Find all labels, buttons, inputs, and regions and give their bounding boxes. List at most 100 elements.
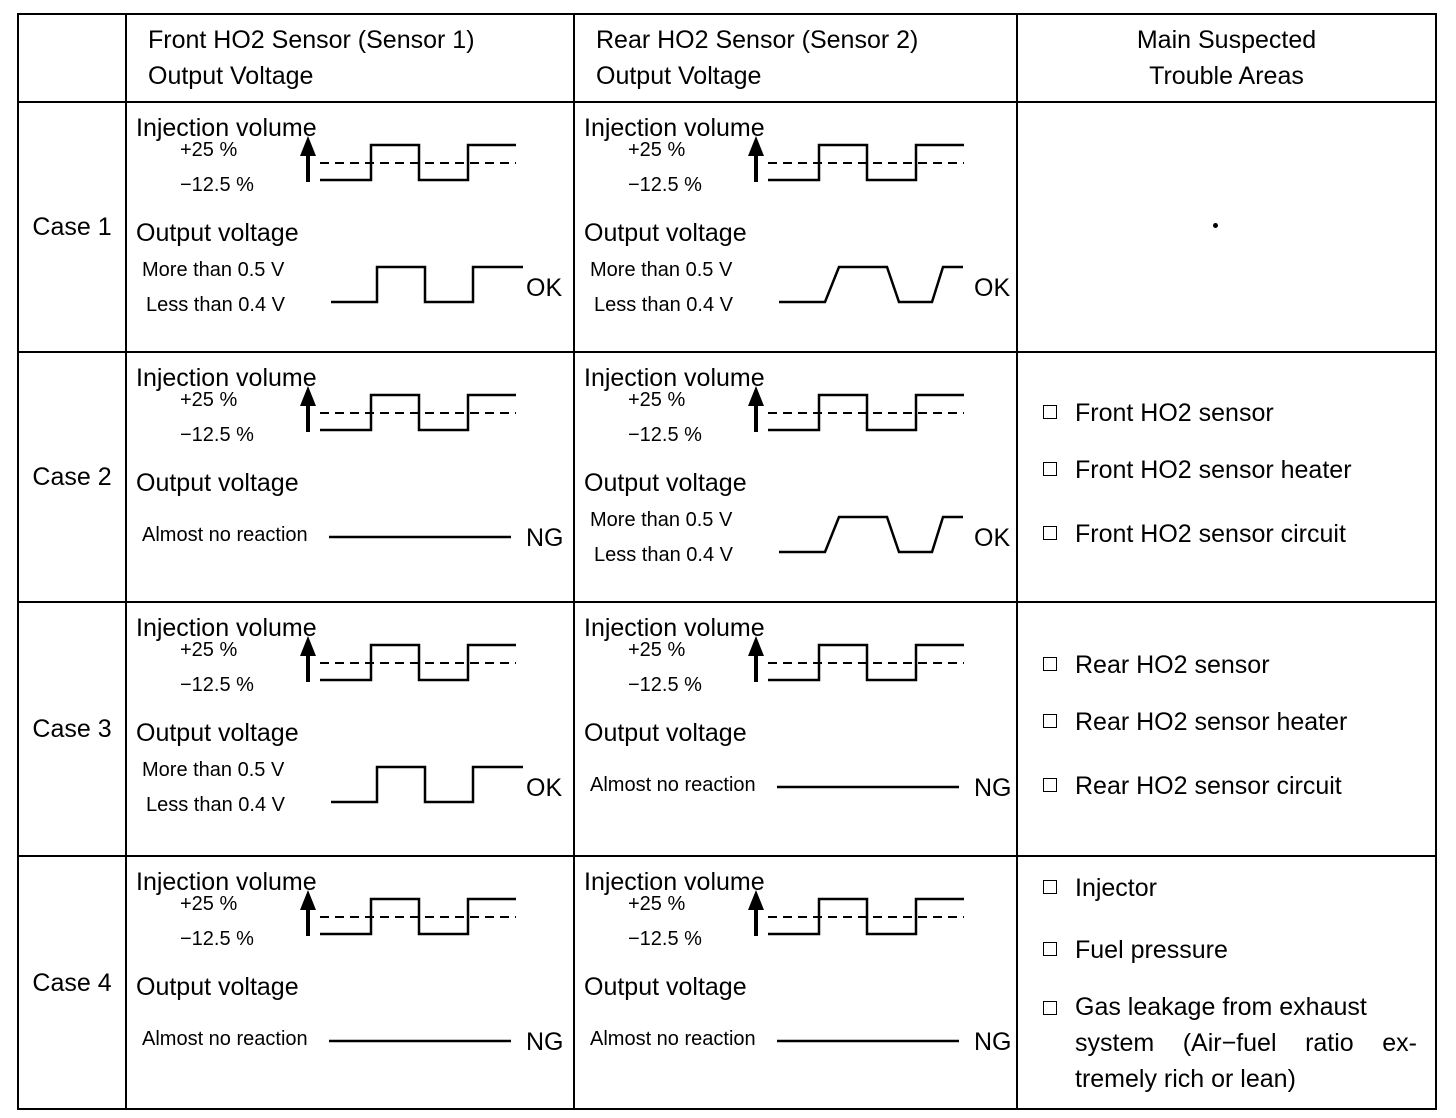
case-1-dot-mark <box>1213 223 1218 228</box>
case-3-rear-up-arrow-head <box>748 636 764 656</box>
case-2-front-ng-result: NG <box>526 524 564 552</box>
case-2-rear-output-waveform <box>779 515 963 554</box>
case-3-rear-injection-waveform <box>748 636 964 682</box>
case-4-front-up-arrow-head <box>300 890 316 910</box>
case-1-front-less-than-label: Less than 0.4 V <box>146 294 285 316</box>
header-trouble-line2: Trouble Areas <box>1149 62 1304 90</box>
case-1-front-output-waveform <box>331 265 523 304</box>
case-4-rear-plus-25-label: +25 % <box>628 893 686 915</box>
case-3-front-up-arrow-head <box>300 636 316 656</box>
case-3-rear-no-reaction-label: Almost no reaction <box>590 774 756 796</box>
header-trouble-line1: Main Suspected <box>1136 26 1317 54</box>
case-4-rear-ng-result: NG <box>974 1028 1012 1056</box>
header-rear-line2: Output Voltage <box>596 62 762 90</box>
case-3-front-injection-volume-label: Injection volume <box>136 614 317 642</box>
checkbox-icon <box>1043 714 1057 728</box>
case-4-front-minus-12-5-label: −12.5 % <box>180 928 254 950</box>
case-4-trouble-area-item: Injector <box>1043 870 1157 906</box>
checkbox-icon <box>1043 1001 1057 1015</box>
checkbox-icon <box>1043 880 1057 894</box>
case-1-front-ok-result: OK <box>526 274 563 302</box>
case-2-trouble-area-item: Front HO2 sensor heater <box>1043 452 1352 488</box>
case-1-front-up-arrow-head <box>300 136 316 156</box>
case-4-rear-output-voltage-label: Output voltage <box>584 973 747 1001</box>
case-1-rear-output-waveform <box>779 265 963 304</box>
case-3-rear-injection-volume-label: Injection volume <box>584 614 765 642</box>
case-3-front-less-than-label: Less than 0.4 V <box>146 794 285 816</box>
case-2-trouble-area-label: Front HO2 sensor <box>1075 399 1274 427</box>
case-1-front-square-wave <box>320 143 516 182</box>
case-3-rear-square-wave <box>768 643 964 682</box>
header-rear-sensor: Rear HO2 Sensor (Sensor 2) Output Voltag… <box>596 22 918 94</box>
case-4-front-flat-line <box>329 1039 511 1043</box>
case-2-front-output-voltage-label: Output voltage <box>136 469 299 497</box>
case-3-front-output-waveform <box>331 765 523 804</box>
case-2-rear-injection-waveform <box>748 386 964 432</box>
case-3-trouble-area-item: Rear HO2 sensor <box>1043 647 1270 683</box>
case-4-rear-flat-line <box>777 1039 959 1043</box>
checkbox-icon <box>1043 526 1057 540</box>
case-2-rear-minus-12-5-label: −12.5 % <box>628 424 702 446</box>
case-1-front-injection-volume-label: Injection volume <box>136 114 317 142</box>
case-3-rear-output-voltage-label: Output voltage <box>584 719 747 747</box>
case-4-rear-up-arrow-head <box>748 890 764 910</box>
header-front-line2: Output Voltage <box>148 62 314 90</box>
case-2-front-no-reaction-label: Almost no reaction <box>142 524 308 546</box>
case-3-front-output-voltage-label: Output voltage <box>136 719 299 747</box>
case-1-front-more-than-label: More than 0.5 V <box>142 259 285 281</box>
case-3-front-plus-25-label: +25 % <box>180 639 238 661</box>
checkbox-icon <box>1043 657 1057 671</box>
case-2-rear-injection-volume-label: Injection volume <box>584 364 765 392</box>
case-2-front-flat-line <box>329 535 511 539</box>
case-2-label: Case 2 <box>32 463 112 491</box>
header-front-line1: Front HO2 Sensor (Sensor 1) <box>148 26 475 54</box>
case-4-rear-injection-waveform <box>748 890 964 936</box>
case-2-front-minus-12-5-label: −12.5 % <box>180 424 254 446</box>
case-2-front-square-wave <box>320 393 516 432</box>
case-4-front-ng-result: NG <box>526 1028 564 1056</box>
case-1-rear-up-arrow-head <box>748 136 764 156</box>
case-4-trouble-area-label: Injector <box>1075 874 1157 902</box>
case-4-trouble-area-line: tremely rich or lean) <box>1075 1065 1296 1093</box>
case-4-front-plus-25-label: +25 % <box>180 893 238 915</box>
checkbox-icon <box>1043 405 1057 419</box>
case-1-rear-output-wave-line <box>779 265 963 304</box>
case-3-front-ok-result: OK <box>526 774 563 802</box>
case-3-label: Case 3 <box>32 715 112 743</box>
case-1-rear-minus-12-5-label: −12.5 % <box>628 174 702 196</box>
case-2-rear-more-than-label: More than 0.5 V <box>590 509 733 531</box>
case-2-rear-ok-result: OK <box>974 524 1011 552</box>
case-4-front-injection-waveform <box>300 890 516 936</box>
case-4-trouble-area-item: Fuel pressure <box>1043 932 1228 968</box>
case-4-front-no-reaction-label: Almost no reaction <box>142 1028 308 1050</box>
case-3-front-square-wave <box>320 643 516 682</box>
case-1-front-output-wave-line <box>331 265 523 304</box>
case-1-front-injection-waveform <box>300 136 516 182</box>
case-1-rear-plus-25-label: +25 % <box>628 139 686 161</box>
case-4-front-injection-volume-label: Injection volume <box>136 868 317 896</box>
case-4-rear-no-reaction-label: Almost no reaction <box>590 1028 756 1050</box>
case-3-trouble-area-label: Rear HO2 sensor heater <box>1075 708 1348 736</box>
checkbox-icon <box>1043 942 1057 956</box>
case-2-front-injection-volume-label: Injection volume <box>136 364 317 392</box>
case-2-rear-less-than-label: Less than 0.4 V <box>594 544 733 566</box>
case-2-front-injection-waveform <box>300 386 516 432</box>
case-3-trouble-area-item: Rear HO2 sensor circuit <box>1043 768 1342 804</box>
case-4-trouble-area-label: Fuel pressure <box>1075 936 1228 964</box>
case-1-rear-square-wave <box>768 143 964 182</box>
case-4-front-square-wave <box>320 897 516 936</box>
case-3-trouble-area-item: Rear HO2 sensor heater <box>1043 704 1347 740</box>
case-2-rear-plus-25-label: +25 % <box>628 389 686 411</box>
case-4-trouble-area-line: system (Air−fuel ratio ex- <box>1075 1029 1417 1057</box>
case-3-rear-minus-12-5-label: −12.5 % <box>628 674 702 696</box>
checkbox-icon <box>1043 462 1057 476</box>
case-3-front-injection-waveform <box>300 636 516 682</box>
case-1-label: Case 1 <box>32 213 112 241</box>
case-1-rear-injection-volume-label: Injection volume <box>584 114 765 142</box>
header-rear-line1: Rear HO2 Sensor (Sensor 2) <box>596 26 919 54</box>
case-4-rear-injection-volume-label: Injection volume <box>584 868 765 896</box>
case-1-rear-output-voltage-label: Output voltage <box>584 219 747 247</box>
case-3-front-minus-12-5-label: −12.5 % <box>180 674 254 696</box>
case-2-rear-output-wave-line <box>779 515 963 554</box>
